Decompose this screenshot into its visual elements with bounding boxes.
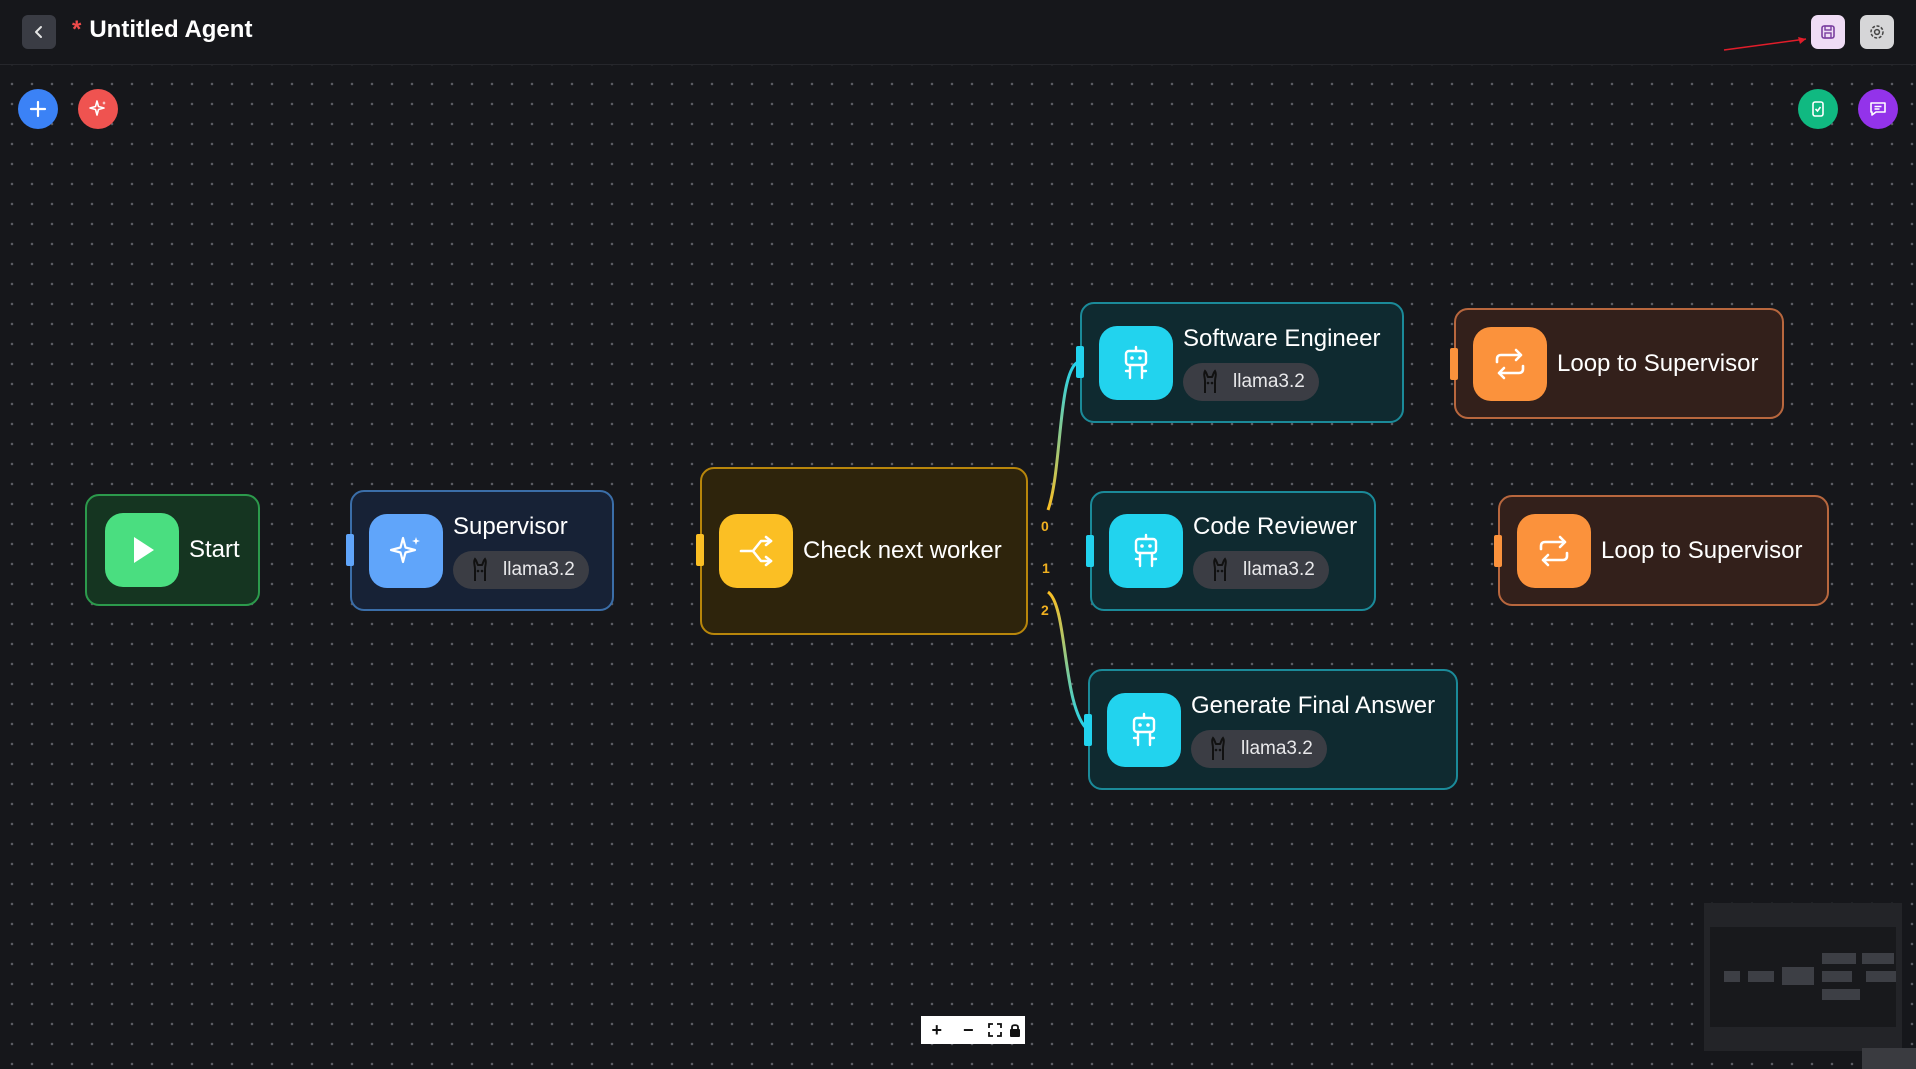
llama-icon [1211, 735, 1225, 760]
canvas-controls: + − [921, 1016, 1025, 1044]
minimap-node [1782, 967, 1814, 985]
minimap-node [1822, 953, 1856, 964]
node-label: Supervisor [453, 512, 568, 540]
model-name: llama3.2 [1233, 370, 1305, 392]
save-icon [1821, 25, 1835, 39]
node-label: Software Engineer [1183, 324, 1381, 352]
node-supervisor[interactable]: Supervisor llama3.2 [350, 490, 614, 611]
top-bar: * Untitled Agent [0, 0, 1916, 65]
add-node-button[interactable] [18, 89, 58, 129]
edge-check-software-engineer[interactable] [1046, 360, 1079, 511]
model-name: llama3.2 [1241, 737, 1313, 759]
page-title: * Untitled Agent [72, 16, 252, 44]
model-name: llama3.2 [1243, 559, 1315, 580]
node-loop2-icon-box [1517, 513, 1591, 588]
llama-icon [473, 556, 487, 581]
output-label-0: 0 [1041, 518, 1049, 534]
gear-icon [1870, 25, 1884, 39]
minimap-node [1822, 971, 1852, 982]
settings-button[interactable] [1860, 15, 1894, 49]
clipboard-check-icon [1812, 101, 1824, 117]
robot-icon [1124, 345, 1148, 379]
loop-icon [1539, 535, 1569, 566]
play-icon [134, 537, 154, 563]
back-button[interactable] [22, 15, 56, 49]
node-code-reviewer[interactable]: Code Reviewer llama3.2 [1090, 491, 1376, 611]
split-icon [739, 535, 773, 567]
minimap-node [1866, 971, 1896, 982]
handle-supervisor-in[interactable] [346, 534, 354, 566]
unsaved-marker: * [72, 16, 82, 43]
output-label-1: 1 [1042, 560, 1050, 576]
lock-icon[interactable] [1009, 1023, 1021, 1037]
model-badge[interactable]: llama3.2 [1193, 551, 1329, 589]
robot-icon [1132, 712, 1156, 746]
attribution-badge [1862, 1048, 1916, 1069]
node-software-engineer[interactable]: Software Engineer llama3.2 [1080, 302, 1404, 423]
annotation-arrow [1723, 37, 1807, 51]
node-loop-to-supervisor-1[interactable]: Loop to Supervisor [1454, 308, 1784, 419]
minimap-node [1724, 971, 1740, 982]
chat-button[interactable] [1858, 89, 1898, 129]
node-loop-to-supervisor-2[interactable]: Loop to Supervisor [1498, 495, 1829, 606]
node-label: Start [189, 536, 240, 563]
node-label: Loop to Supervisor [1557, 349, 1759, 377]
node-supervisor-icon-box [369, 513, 443, 588]
model-badge[interactable]: llama3.2 [453, 550, 589, 589]
handle-check-in[interactable] [696, 534, 704, 566]
validate-button[interactable] [1798, 89, 1838, 129]
node-label: Code Reviewer [1193, 513, 1358, 540]
handle-final-answer-in[interactable] [1084, 714, 1092, 746]
robot-icon [1134, 533, 1158, 568]
minimap-viewport [1710, 927, 1896, 1027]
node-software-engineer-icon-box [1099, 325, 1173, 400]
node-code-reviewer-icon-box [1109, 514, 1183, 588]
chevron-left-icon [35, 26, 42, 38]
node-start-icon-box [105, 513, 179, 587]
node-label: Loop to Supervisor [1601, 536, 1803, 564]
fit-view-icon[interactable] [987, 1023, 1002, 1037]
node-final-answer-icon-box [1107, 692, 1181, 767]
edge-check-final-answer[interactable] [1046, 590, 1090, 732]
agent-title: Untitled Agent [89, 16, 253, 43]
model-badge[interactable]: llama3.2 [1191, 729, 1327, 768]
minimap-node [1748, 971, 1774, 982]
plus-icon [29, 100, 47, 118]
llama-icon [1203, 368, 1217, 393]
minimap-node [1822, 989, 1860, 1000]
node-label: Check next worker [803, 537, 1002, 564]
handle-software-engineer-in[interactable] [1076, 346, 1084, 378]
save-button[interactable] [1811, 15, 1845, 49]
minimap[interactable] [1704, 903, 1902, 1051]
node-start[interactable]: Start [85, 494, 260, 606]
handle-loop1-in[interactable] [1450, 348, 1458, 380]
sparkles-icon [89, 100, 106, 116]
model-badge[interactable]: llama3.2 [1183, 362, 1319, 401]
node-check-next-worker[interactable]: Check next worker [700, 467, 1028, 635]
sparkles-icon [389, 536, 420, 563]
loop-icon [1495, 348, 1525, 379]
ai-generate-button[interactable] [78, 89, 118, 129]
node-loop1-icon-box [1473, 326, 1547, 401]
output-label-2: 2 [1041, 602, 1049, 618]
llama-icon [1213, 557, 1227, 581]
zoom-out-button[interactable]: − [962, 1019, 974, 1040]
model-name: llama3.2 [503, 558, 575, 580]
handle-code-reviewer-in[interactable] [1086, 535, 1094, 567]
zoom-in-button[interactable]: + [931, 1019, 942, 1040]
node-label: Generate Final Answer [1191, 691, 1436, 719]
chat-icon [1870, 102, 1886, 116]
handle-loop2-in[interactable] [1494, 535, 1502, 567]
node-generate-final-answer[interactable]: Generate Final Answer llama3.2 [1088, 669, 1458, 790]
node-check-icon-box [719, 514, 793, 588]
minimap-node [1862, 953, 1894, 964]
